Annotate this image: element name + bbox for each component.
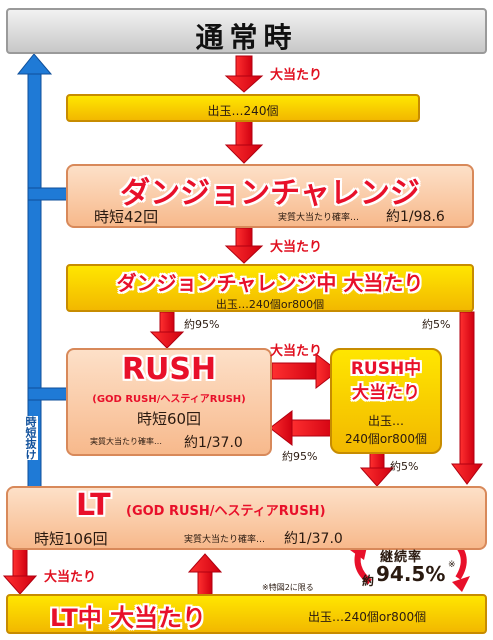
pct-95-b: 約95% [282, 450, 318, 463]
lt-title: LT [76, 488, 111, 523]
arrow-down-3 [224, 227, 264, 264]
arrow-left-95b [269, 409, 337, 447]
dungeon-challenge-title: ダンジョンチャレンジ [120, 176, 420, 211]
time-short-exit-label: 時短抜け [22, 416, 38, 460]
arrow-down-1 [224, 55, 264, 93]
continuation-value: 94.5% [376, 562, 446, 586]
lt-hit-title: LT中 大当たり [50, 604, 207, 632]
pct-5-a: 約5% [422, 318, 451, 331]
arrow-right-rush [271, 352, 339, 390]
pct-95-a: 約95% [184, 318, 220, 331]
arrow-down-2 [224, 120, 264, 164]
lt-prob-value: 約1/37.0 [284, 531, 343, 547]
continuation-label: 継続率 [380, 550, 423, 565]
dungeon-challenge-box: ダンジョンチャレンジ 時短42回 実質大当たり確率… 約1/98.6 [66, 164, 474, 228]
dungeon-prob-label: 実質大当たり確率… [278, 213, 360, 223]
dungeon-hit-title: ダンジョンチャレンジ中 大当たり [116, 271, 424, 295]
rush-hit-payout-2: 240個or800個 [344, 432, 428, 446]
rush-subtitle: (GOD RUSH/ヘスティアRUSH) [92, 394, 246, 405]
dungeon-hit-box: ダンジョンチャレンジ中 大当たり 出玉…240個or800個 [66, 264, 474, 312]
rush-hit-payout-1: 出玉… [367, 414, 404, 428]
lt-subtitle: (GOD RUSH/ヘスティアRUSH) [126, 504, 326, 519]
rush-prob-value: 約1/37.0 [184, 435, 243, 451]
rush-hit-title-2: 大当たり [352, 383, 420, 403]
rush-jitan: 時短60回 [136, 410, 202, 428]
arrow-right-5a [451, 311, 483, 485]
arrow-down-95a [149, 311, 185, 349]
lt-prob-label: 実質大当たり確率… [184, 535, 266, 545]
normal-state-box: 通常時 [6, 8, 487, 54]
big-hit-label-1: 大当たり [270, 68, 323, 83]
continuation-mark: ※ [448, 560, 456, 570]
continuation-prefix: 約 [362, 574, 375, 588]
rush-hit-title-1: RUSH中 [350, 359, 422, 379]
lt-box: LT (GOD RUSH/ヘスティアRUSH) 時短106回 実質大当たり確率…… [6, 486, 487, 550]
arrow-up-lt [187, 553, 223, 599]
special-note: ※特図2に限る [262, 583, 314, 592]
dungeon-hit-payout: 出玉…240個or800個 [215, 298, 325, 311]
payout-box-1: 出玉…240個 [66, 94, 420, 122]
lt-jitan: 時短106回 [34, 530, 108, 548]
dungeon-jitan: 時短42回 [94, 208, 159, 226]
big-hit-label-3: 大当たり [270, 344, 323, 359]
big-hit-label-2: 大当たり [270, 240, 323, 255]
lt-hit-box: LT中 大当たり 出玉…240個or800個 [6, 594, 487, 634]
rush-prob-label: 実質大当たり確率… [90, 437, 162, 446]
payout-text-1: 出玉…240個 [207, 104, 279, 118]
arrow-down-5b [359, 451, 395, 487]
rush-hit-box: RUSH中 大当たり 出玉… 240個or800個 [330, 348, 442, 454]
lt-hit-payout: 出玉…240個or800個 [308, 610, 427, 624]
big-hit-label-4: 大当たり [44, 570, 97, 585]
normal-state-title: 通常時 [195, 21, 298, 54]
rush-title: RUSH [121, 352, 217, 387]
pct-5-b: 約5% [390, 460, 419, 473]
arrow-down-lt [2, 547, 38, 595]
dungeon-prob-value: 約1/98.6 [386, 209, 445, 225]
rush-box: RUSH (GOD RUSH/ヘスティアRUSH) 時短60回 実質大当たり確率… [66, 348, 272, 456]
return-arrow-blue [16, 53, 71, 491]
